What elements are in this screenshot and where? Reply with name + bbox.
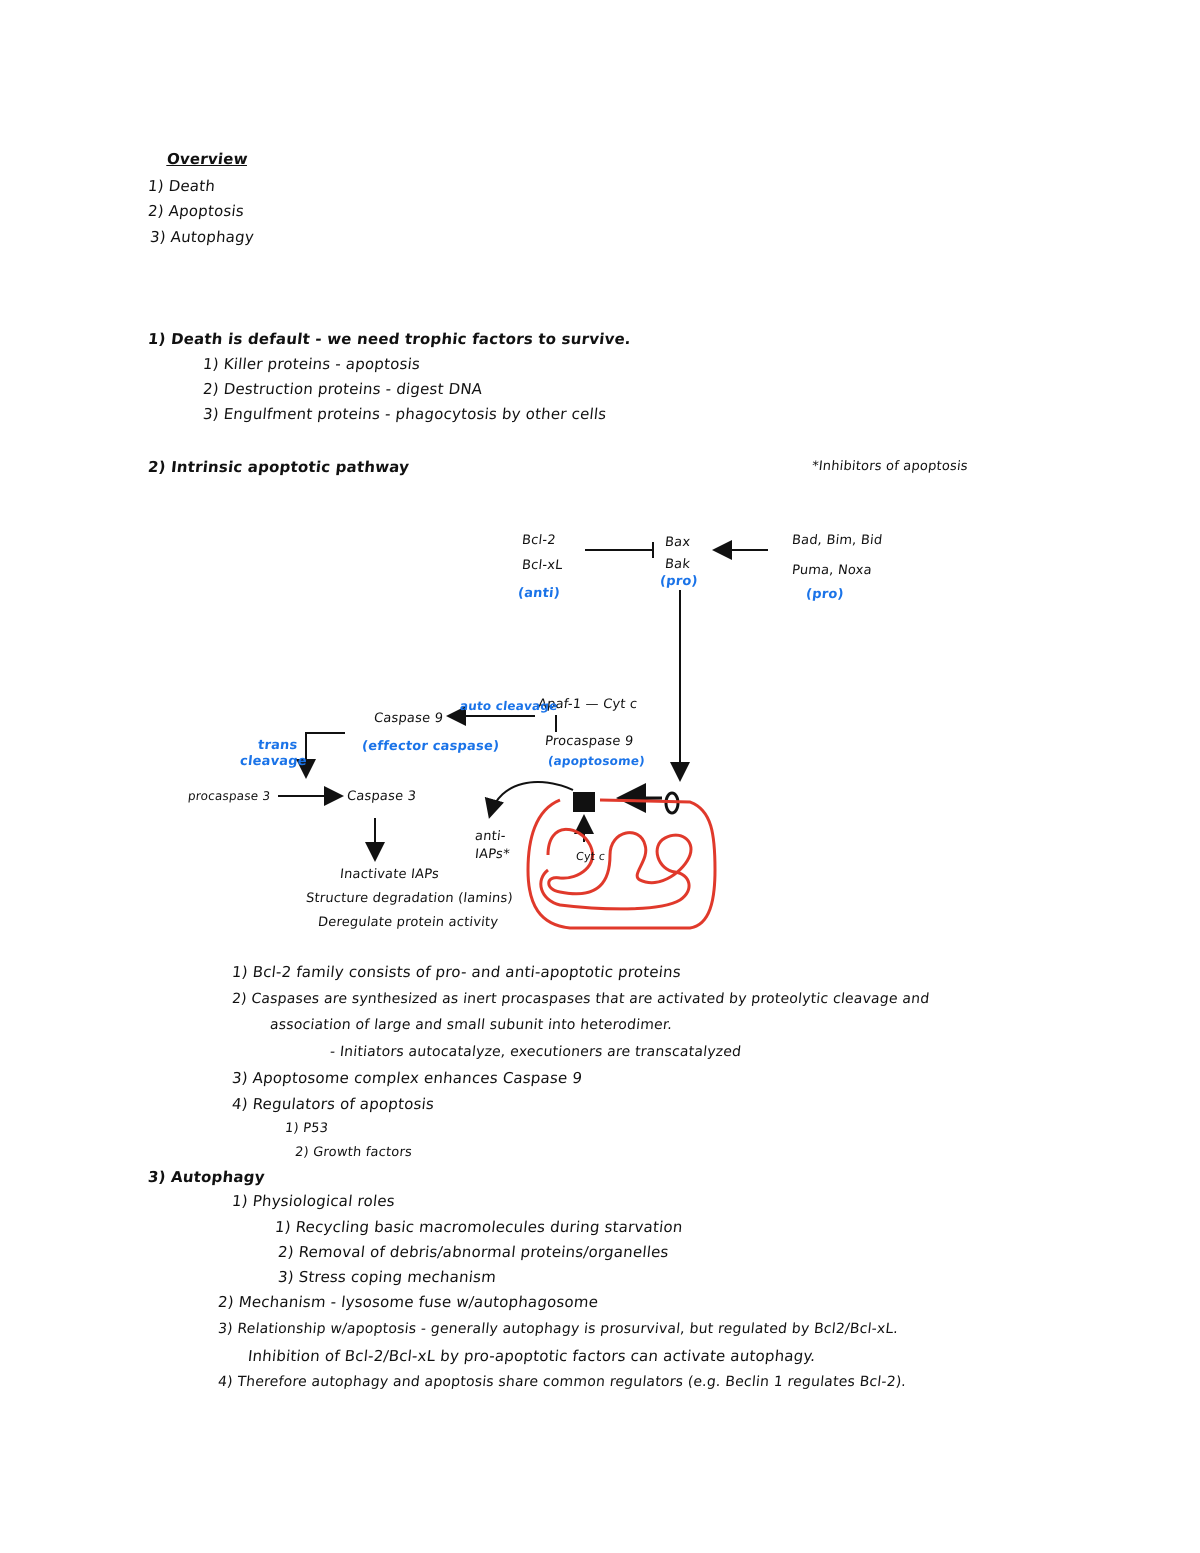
- bak-label: Bak: [664, 557, 691, 572]
- iap-release-arrow: [484, 781, 574, 819]
- bclxl-label: Bcl-xL: [521, 558, 564, 573]
- bax-label: Bax: [664, 535, 692, 550]
- relationship-a: 3) Relationship w/apoptosis - generally …: [217, 1321, 899, 1337]
- section3-heading: 3) Autophagy: [147, 1168, 266, 1186]
- point-2a: 2) Caspases are synthesized as inert pro…: [231, 991, 931, 1007]
- bcl2-label: Bcl-2: [521, 533, 557, 548]
- trans-cleavage-arrow: [296, 732, 345, 779]
- role-item-1: 1) Recycling basic macromolecules during…: [274, 1218, 684, 1236]
- relationship-b: Inhibition of Bcl-2/Bcl-xL by pro-apopto…: [247, 1347, 817, 1365]
- apoptosome-label: (apoptosome): [547, 754, 646, 768]
- mitochondrion-outer: [526, 798, 717, 930]
- puma-noxa-label: Puma, Noxa: [791, 563, 873, 578]
- point-4: 4) Regulators of apoptosis: [231, 1095, 435, 1113]
- point-4b: 2) Growth factors: [294, 1145, 413, 1160]
- caspase3-label: Caspase 3: [346, 789, 417, 804]
- point-2c: - Initiators autocatalyze, executioners …: [329, 1044, 743, 1060]
- point-3: 3) Apoptosome complex enhances Caspase 9: [231, 1069, 584, 1087]
- auto-cleavage-label: auto cleavage: [459, 699, 559, 713]
- role-item-2: 2) Removal of debris/abnormal proteins/o…: [277, 1243, 670, 1261]
- effector-caspase-label: (effector caspase): [361, 739, 500, 754]
- cytc-label: Cyt c: [575, 850, 606, 863]
- point-1: 1) Bcl-2 family consists of pro- and ant…: [231, 963, 682, 981]
- anti-label: (anti): [517, 586, 561, 601]
- role-item-3: 3) Stress coping mechanism: [277, 1268, 497, 1286]
- point-4a: 1) P53: [284, 1121, 329, 1136]
- outcome-3: Deregulate protein activity: [317, 915, 499, 930]
- anti-iaps-label-1: anti-: [474, 829, 507, 844]
- mitochondrion-cristae: [539, 827, 693, 911]
- cleavage-label: cleavage: [239, 754, 308, 769]
- bad-bim-bid-label: Bad, Bim, Bid: [791, 533, 884, 548]
- pro-label: (pro): [805, 587, 845, 602]
- caspase9-label: Caspase 9: [373, 711, 444, 726]
- procaspase3-label: procaspase 3: [187, 789, 272, 803]
- therefore: 4) Therefore autophagy and apoptosis sha…: [217, 1374, 907, 1390]
- point-2b: association of large and small subunit i…: [269, 1017, 674, 1033]
- anti-iaps-label-2: IAPs*: [474, 847, 511, 862]
- procaspase9-label: Procaspase 9: [544, 734, 635, 749]
- mito-pore: [573, 792, 595, 812]
- outcome-2: Structure degradation (lamins): [305, 891, 514, 906]
- autophagy-roles: 1) Physiological roles: [231, 1192, 396, 1210]
- bax-pro-label: (pro): [659, 574, 699, 589]
- outcome-1: Inactivate IAPs: [339, 867, 440, 882]
- autophagy-mechanism: 2) Mechanism - lysosome fuse w/autophago…: [217, 1293, 600, 1311]
